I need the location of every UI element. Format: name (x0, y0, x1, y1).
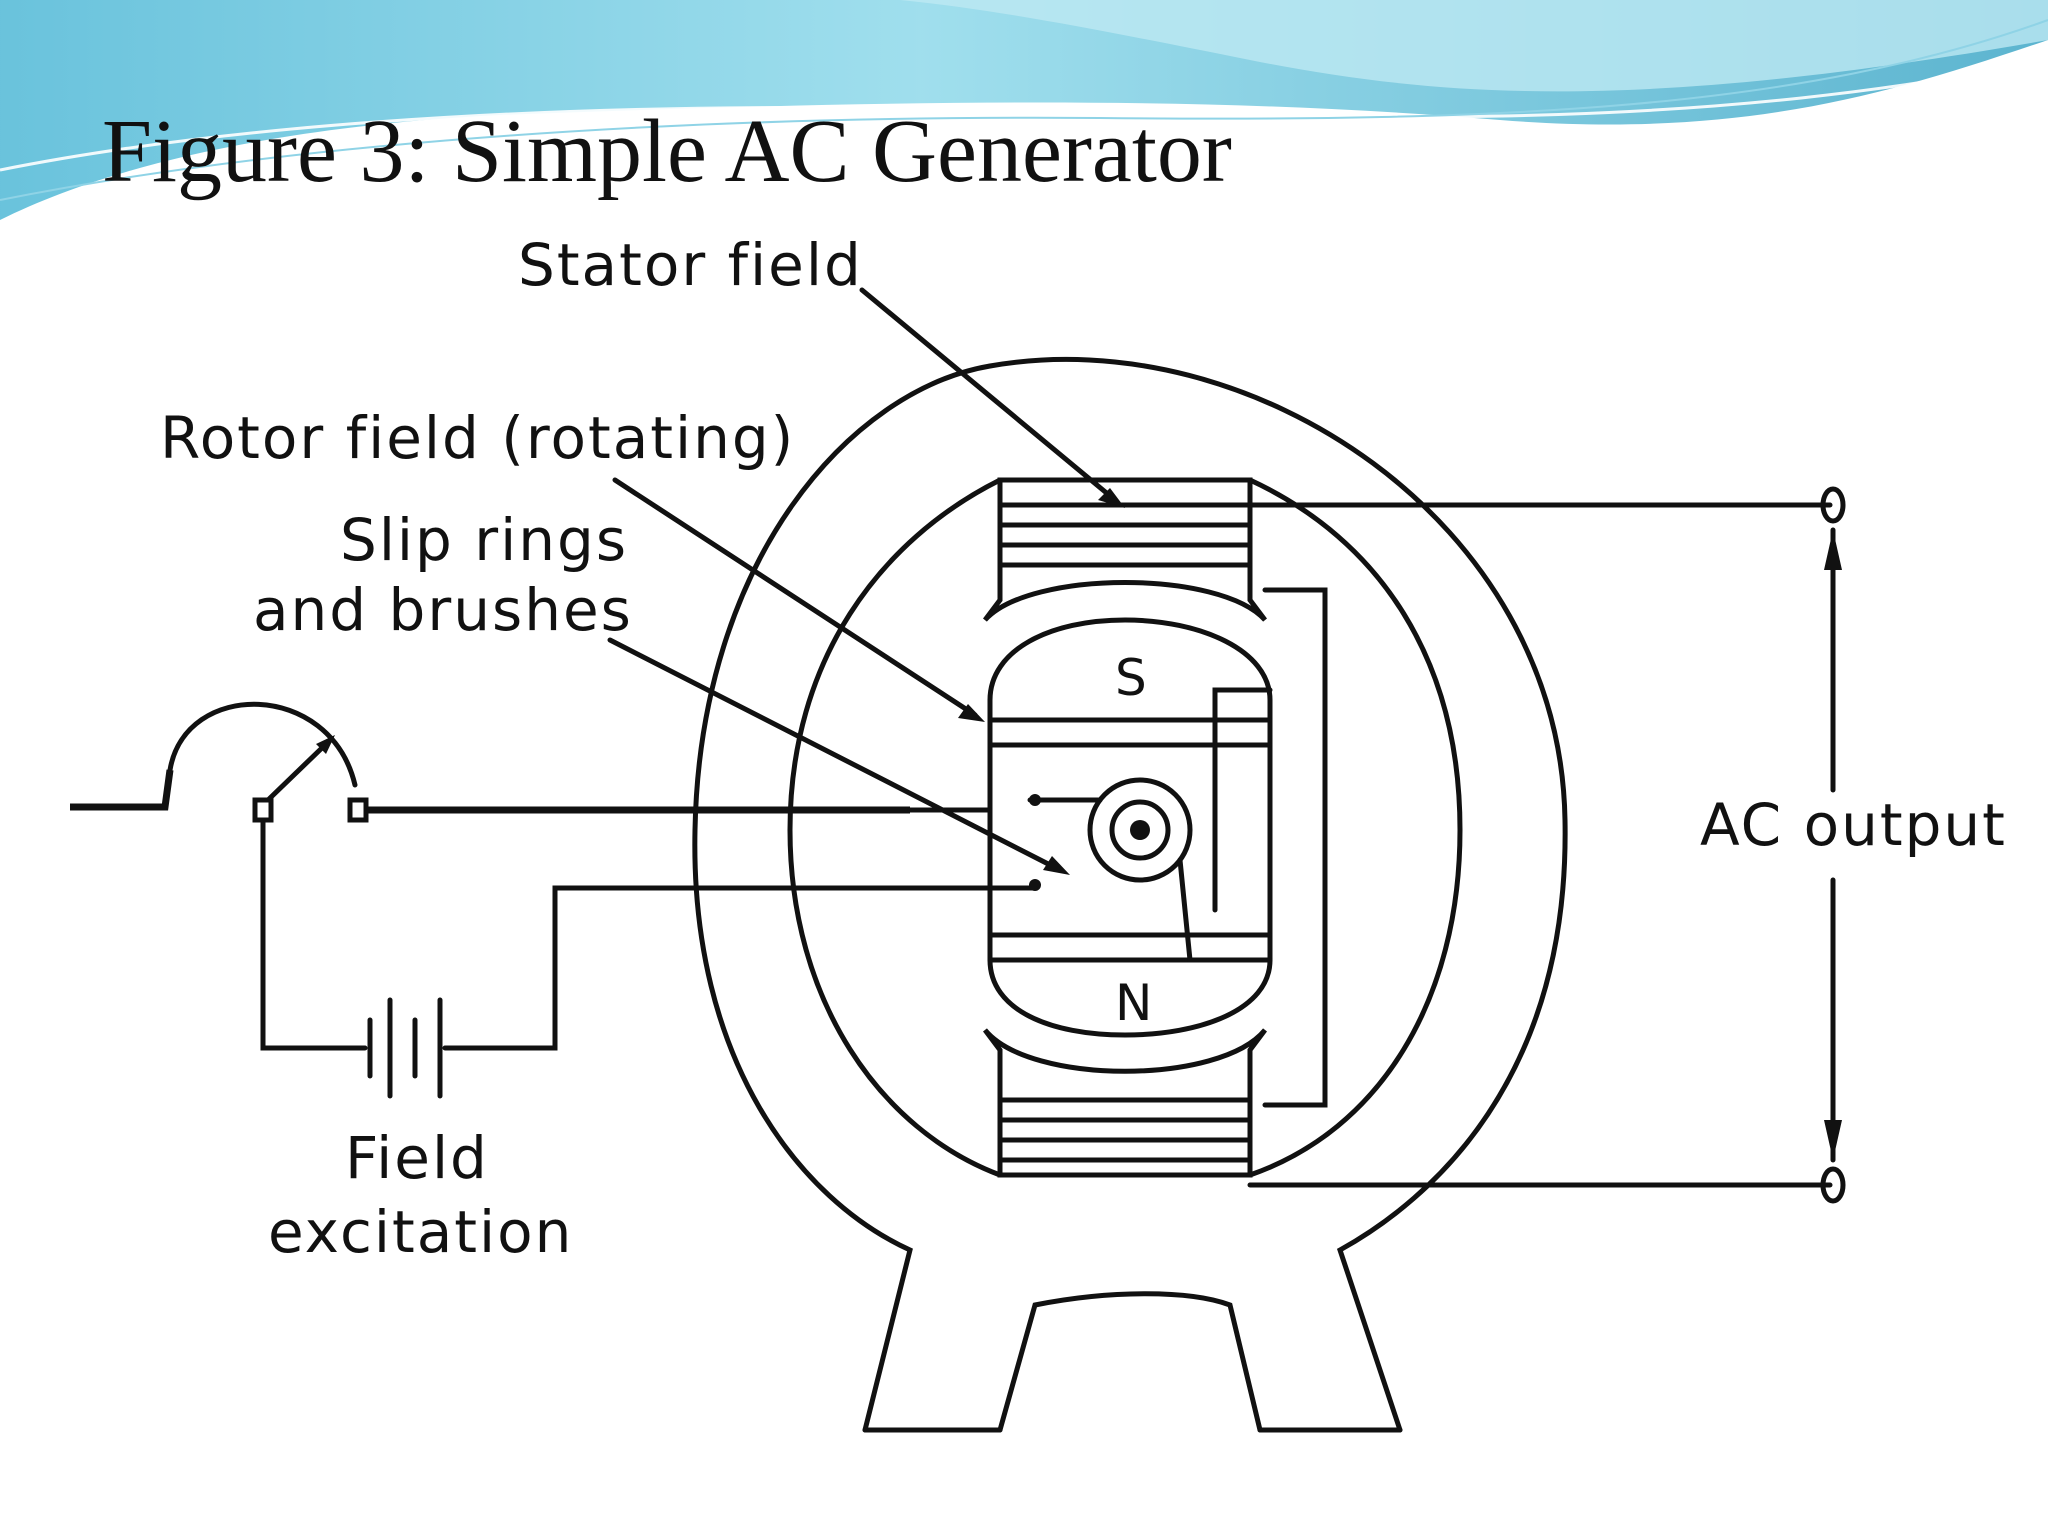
stator-pole-bottom (983, 1028, 1267, 1178)
slip-rings-label-line2: and brushes (253, 576, 633, 644)
generator-frame (692, 356, 1568, 1433)
field-excitation-label-line2: excitation (268, 1198, 573, 1266)
wave-banner (0, 0, 2048, 220)
pole-south-label: S (1115, 649, 1149, 707)
stator-pole-top (983, 477, 1267, 622)
pole-north-label: N (1115, 974, 1154, 1032)
slide-title: Figure 3: Simple AC Generator (102, 102, 1232, 201)
leader-arrows (607, 287, 1125, 875)
rotor-field-label: Rotor field (rotating) (160, 404, 795, 472)
ac-output-label: AC output (1700, 791, 2007, 859)
field-excitation-label-line1: Field (345, 1124, 489, 1192)
slip-rings (1027, 777, 1193, 891)
stator-winding-leads (1177, 502, 1833, 1188)
excitation-circuit (70, 701, 1038, 1099)
ac-output-terminals (1820, 486, 1846, 1204)
slip-rings-label-line1: Slip rings (340, 506, 628, 574)
stator-field-label: Stator field (518, 231, 863, 299)
